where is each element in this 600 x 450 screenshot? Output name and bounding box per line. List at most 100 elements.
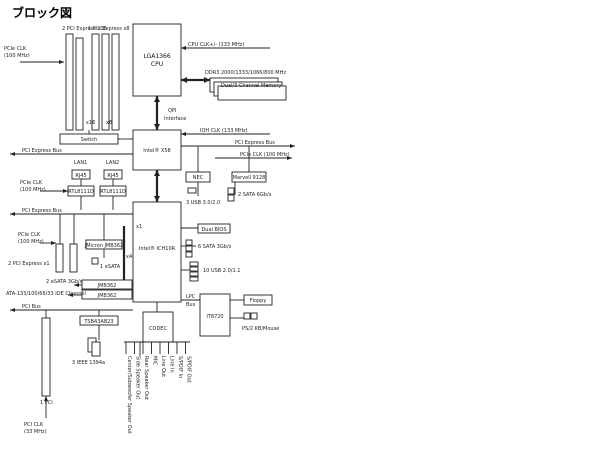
ata-arrow xyxy=(68,293,73,297)
pcie-x1-slot-1 xyxy=(55,243,64,273)
x58-label: Intel® X58 xyxy=(143,147,170,154)
usb2-port-1 xyxy=(189,261,199,267)
qpi-label-1: QPI xyxy=(168,108,176,114)
usb2-port-2 xyxy=(189,266,199,272)
dual-bios-label: Dual BIOS xyxy=(201,227,226,233)
sata3g-port-2 xyxy=(185,245,193,252)
memory-module-1 xyxy=(217,85,287,101)
cpu-label-1: LGA1366 xyxy=(143,53,171,60)
ps2-port-1 xyxy=(243,312,251,320)
pcie-clk-low-label-1: PCIe CLK xyxy=(18,232,41,238)
sata6g-label: 2 SATA 6Gb/s xyxy=(238,192,272,198)
audio-jack-label: Side Speaker Out xyxy=(135,356,141,399)
usb2-port-3 xyxy=(189,271,199,277)
pcie-bus-left-arrow xyxy=(10,152,15,156)
nec-label: NEC xyxy=(193,175,204,181)
jmb-box-2-label: JMB362 xyxy=(97,293,117,299)
x58-box xyxy=(132,129,182,171)
dual-bios-box xyxy=(197,223,231,234)
marvell-label: Marvell 9128 xyxy=(233,175,266,181)
esata-port-icon xyxy=(91,257,99,265)
pcie-clk-top-label-1: PCIe CLK xyxy=(4,46,27,52)
pci-clk-label-2: (33 MHz) xyxy=(24,429,47,435)
it8720-box xyxy=(199,293,231,337)
rtl8111d-label-1: RTL8111D xyxy=(68,189,94,195)
ioh-clk-label: IOH CLK (133 MHz) xyxy=(200,128,248,134)
sata3g-port-1 xyxy=(185,239,193,246)
pci-bus-label: PCI Bus xyxy=(22,304,41,310)
ieee-label: 3 IEEE 1394a xyxy=(72,360,105,366)
qpi-label-2: Interface xyxy=(164,116,186,122)
usb3-port xyxy=(187,187,197,194)
audio-jack-label: Rear Speaker Out xyxy=(143,356,149,400)
audio-jack-label: Line In xyxy=(169,356,175,373)
pcie-clk-top-label-2: (100 MHz) xyxy=(4,53,30,59)
cpu-box xyxy=(132,23,182,97)
pcie-x1-label: 2 PCI Express x1 xyxy=(8,261,50,267)
rtl8111d-label-2: RTL8111D xyxy=(100,189,126,195)
ieee-port-2 xyxy=(91,341,101,357)
floppy-label: Floppy xyxy=(250,298,267,304)
pci-bus-arrow xyxy=(10,308,15,312)
pci-clk-label-1: PCI CLK xyxy=(24,422,44,428)
it8720-label: IT8720 xyxy=(206,314,223,320)
ata-label: ATA-133/100/66/33 IDE Channel xyxy=(6,291,86,297)
ioh-clk-arrow xyxy=(181,132,186,136)
usb2-label: 10 USB 2.0/1.1 xyxy=(203,268,240,274)
pcie-x16-label: 2 PCI Express x16 xyxy=(62,26,107,32)
x58-ich-arrow-up xyxy=(154,170,160,176)
pcie-x16-slot-1 xyxy=(65,33,74,131)
memory-bus-arrow-right xyxy=(204,77,210,83)
codec-label: CODEC xyxy=(149,326,167,332)
sata6g-port-1 xyxy=(227,187,235,195)
x58-ich-arrow-down xyxy=(154,196,160,202)
memory-bus-arrow-left xyxy=(181,77,187,83)
qpi-arrow-down xyxy=(154,124,160,130)
audio-jack-label: MIC xyxy=(152,356,158,366)
audio-jack-label: S/PDIF Out xyxy=(186,356,192,383)
ddr3-label: DDR3 2000/1333/1066/800 MHz xyxy=(205,70,286,76)
slot-x16-label: x16 xyxy=(86,120,95,126)
pcie-clk-mid-label-1: PCIe CLK xyxy=(20,180,43,186)
pcie-bus-left-label: PCI Express Bus xyxy=(22,148,62,154)
sata6g-port-2 xyxy=(227,194,235,202)
cpu-label-2: CPU xyxy=(151,61,163,68)
pcie-x8-label: 1 PCI Express x8 xyxy=(88,26,130,32)
audio-jack-label: S/PDIF In xyxy=(177,356,183,378)
jmb-chip-label: JMicron JMB362 xyxy=(84,243,123,249)
audio-jack-label: Center/Subwoofer Speaker Out xyxy=(126,356,132,434)
jmb-box xyxy=(81,279,133,290)
pci-slot xyxy=(41,317,51,397)
pcie-x8-slot-2 xyxy=(101,33,110,131)
ich10r-box xyxy=(132,201,182,303)
pcie-x1-slot-2 xyxy=(69,243,78,273)
lan1-label: LAN1 xyxy=(74,160,87,166)
pcie-bus-right-arrow xyxy=(290,144,295,148)
pcie-x8-slot-1 xyxy=(91,33,100,131)
esata-ports-arrow xyxy=(74,283,79,287)
ti-chip-label: TSB43AB23 xyxy=(83,319,113,325)
pcie-clk-right-arrow xyxy=(287,156,292,160)
pcie-clk-mid-label-2: (100 MHz) xyxy=(20,187,46,193)
ich10r-label: Intel® ICH10R xyxy=(139,245,176,252)
cpu-clk-arrow xyxy=(181,46,186,50)
lpc-label-2: Bus xyxy=(186,302,196,308)
pcie-x16-slot-2 xyxy=(75,37,84,131)
pcie-bus-right-label: PCI Express Bus xyxy=(235,140,275,146)
ps2-label: PS/2 KB/Mouse xyxy=(242,326,279,332)
pci-clk-arrow xyxy=(44,396,48,401)
memory-label: Dual/3 Channel Memory xyxy=(221,83,281,89)
lpc-label-1: LPC xyxy=(186,294,196,300)
sata3g-label: 6 SATA 3Gb/s xyxy=(198,244,232,250)
cpu-clk-label: CPU CLK+/- (133 MHz) xyxy=(188,42,244,48)
x4-label: x4 xyxy=(126,254,132,260)
pcie-clk-low-label-2: (100 MHz) xyxy=(18,239,44,245)
qpi-arrow-up xyxy=(154,96,160,102)
jmb-box-2 xyxy=(81,289,133,300)
pcie-clk-mid-arrow xyxy=(63,189,68,193)
usb2-port-4 xyxy=(189,276,199,282)
rj45-label-1: RJ45 xyxy=(75,173,86,179)
switch-label: Switch xyxy=(81,137,98,143)
